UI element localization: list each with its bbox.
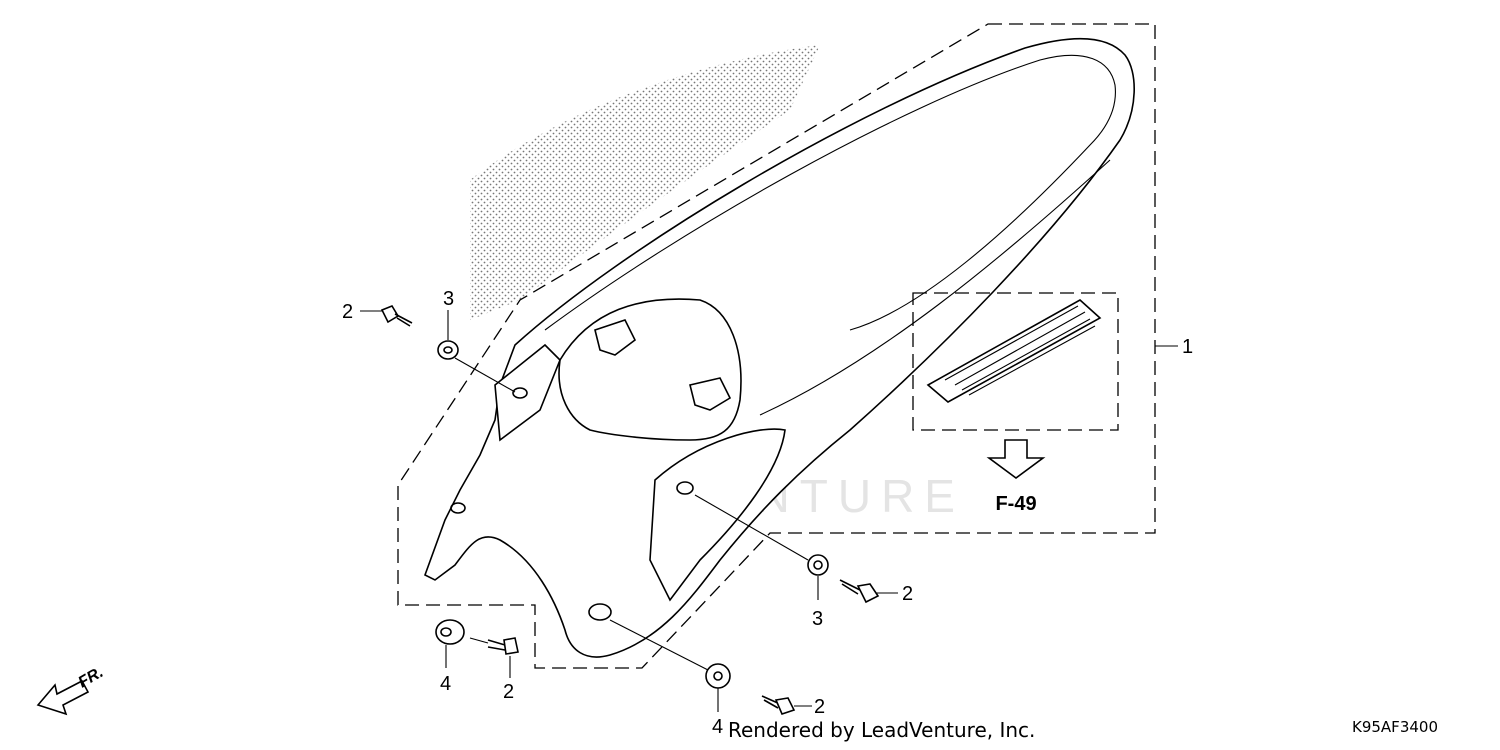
label-decal-lines (944, 305, 1096, 396)
callout-3-top-left: 3 (443, 288, 454, 310)
mount-hole-lower-left (450, 502, 466, 514)
diagram-code: K95AF3400 (1352, 718, 1438, 736)
rear-fender (424, 37, 1135, 658)
credit-text: Rendered by LeadVenture, Inc. (728, 718, 1036, 742)
callout-4-left: 4 (440, 673, 451, 695)
bolt-bottom-left (487, 637, 519, 655)
reference-f49: F-49 (995, 493, 1036, 515)
fender-ridge (544, 54, 1116, 331)
washer-top-left (437, 340, 459, 360)
assembly-outline (397, 23, 1156, 669)
mount-tab-right (649, 428, 786, 602)
callout-1: 1 (1182, 336, 1193, 358)
callout-2-bottom: 2 (814, 696, 825, 718)
callout-2-top-left: 2 (342, 301, 353, 323)
callout-2-right: 2 (902, 583, 913, 605)
mount-clip-1 (594, 319, 637, 356)
washer-right (807, 554, 829, 576)
fender-cavity (558, 298, 742, 441)
frame-shadow (470, 45, 820, 320)
mount-hole-bottom (588, 603, 612, 621)
callout-4-bottom: 4 (712, 716, 723, 738)
callout-2-bottom-left: 2 (503, 681, 514, 703)
fender-ridge-inner (759, 159, 1111, 416)
mount-clip-2 (689, 377, 732, 411)
washer-bottom (705, 663, 731, 689)
bolt-bottom (761, 695, 796, 715)
mount-hole-upper-left (512, 387, 528, 399)
bolt-top-left (380, 305, 413, 327)
down-arrow-icon (986, 439, 1046, 479)
mount-hole-right (676, 481, 694, 495)
callout-3-right: 3 (812, 608, 823, 630)
washer-bottom-left (435, 619, 465, 645)
front-direction-arrow: FR. (36, 664, 106, 716)
bolt-right (839, 579, 880, 604)
label-decal-outline (912, 292, 1119, 431)
